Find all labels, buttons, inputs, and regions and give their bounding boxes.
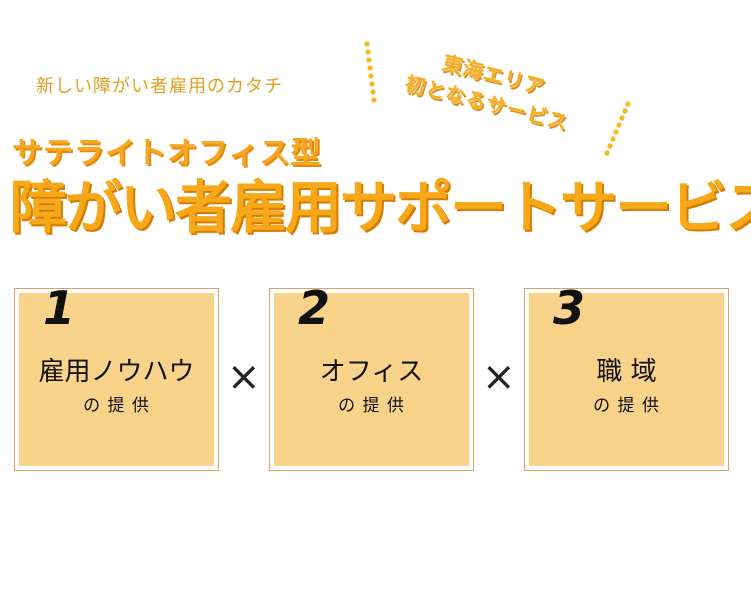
card-3-sub: の 提 供 [593,396,660,416]
card-3-panel: 3 職 域 の 提 供 [529,281,724,466]
card-1-number: 1 [43,281,76,335]
card-3-main: 職 域 [596,357,657,387]
card-3-number: 3 [553,281,586,335]
times-operator-2: × [482,354,516,400]
card-3: 3 職 域 の 提 供 [524,281,729,471]
tagline: 新しい障がい者雇用のカタチ [36,76,283,97]
times-operator-1: × [227,354,261,400]
card-2-sub: の 提 供 [338,396,405,416]
subtitle: サテライトオフィス型 [12,136,322,171]
card-2-number: 2 [298,281,331,335]
card-2-panel: 2 オフィス の 提 供 [274,281,469,466]
card-2: 2 オフィス の 提 供 [269,281,474,471]
card-2-main: オフィス [319,357,424,387]
area-badge: 東海エリア 初となるサービス [381,35,594,161]
page-title: 障がい者雇用サポートサービス [10,175,751,241]
card-1-sub: の 提 供 [83,396,150,416]
card-1-panel: 1 雇用ノウハウ の 提 供 [19,281,214,466]
dotted-accent-right [604,101,631,156]
card-1-main: 雇用ノウハウ [38,357,195,387]
dotted-accent-left [364,41,377,103]
card-1: 1 雇用ノウハウ の 提 供 [14,281,219,471]
